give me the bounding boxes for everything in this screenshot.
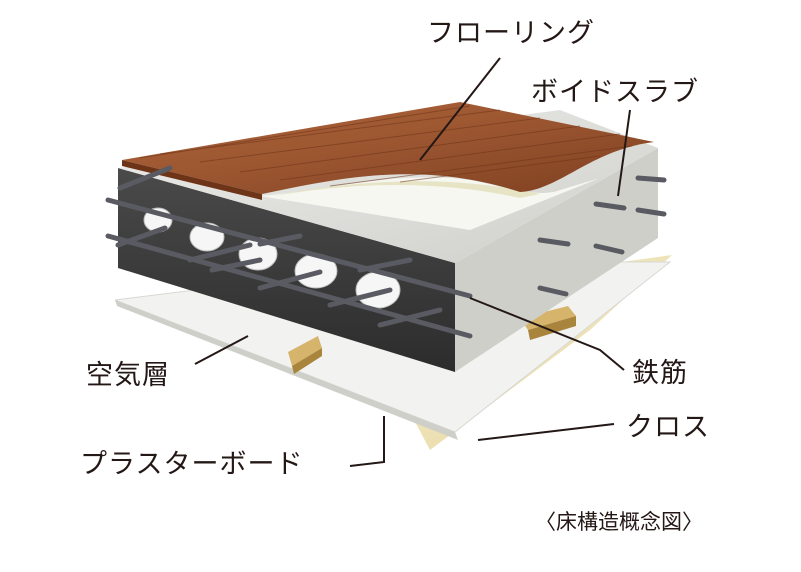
joists <box>288 306 576 374</box>
label-rebar: 鉄筋 <box>632 358 688 389</box>
rebars <box>105 165 473 339</box>
leader-lines <box>194 57 631 467</box>
label-air-layer: 空気層 <box>86 360 170 391</box>
label-flooring: フローリング <box>427 18 595 49</box>
flooring-boards <box>122 102 654 194</box>
label-cloth: クロス <box>626 412 710 443</box>
diagram-caption: 〈床構造概念図〉 <box>535 510 703 534</box>
label-void-slab: ボイドスラブ <box>531 77 699 108</box>
label-plasterboard: プラスターボード <box>80 449 304 480</box>
slab-section <box>118 168 455 372</box>
